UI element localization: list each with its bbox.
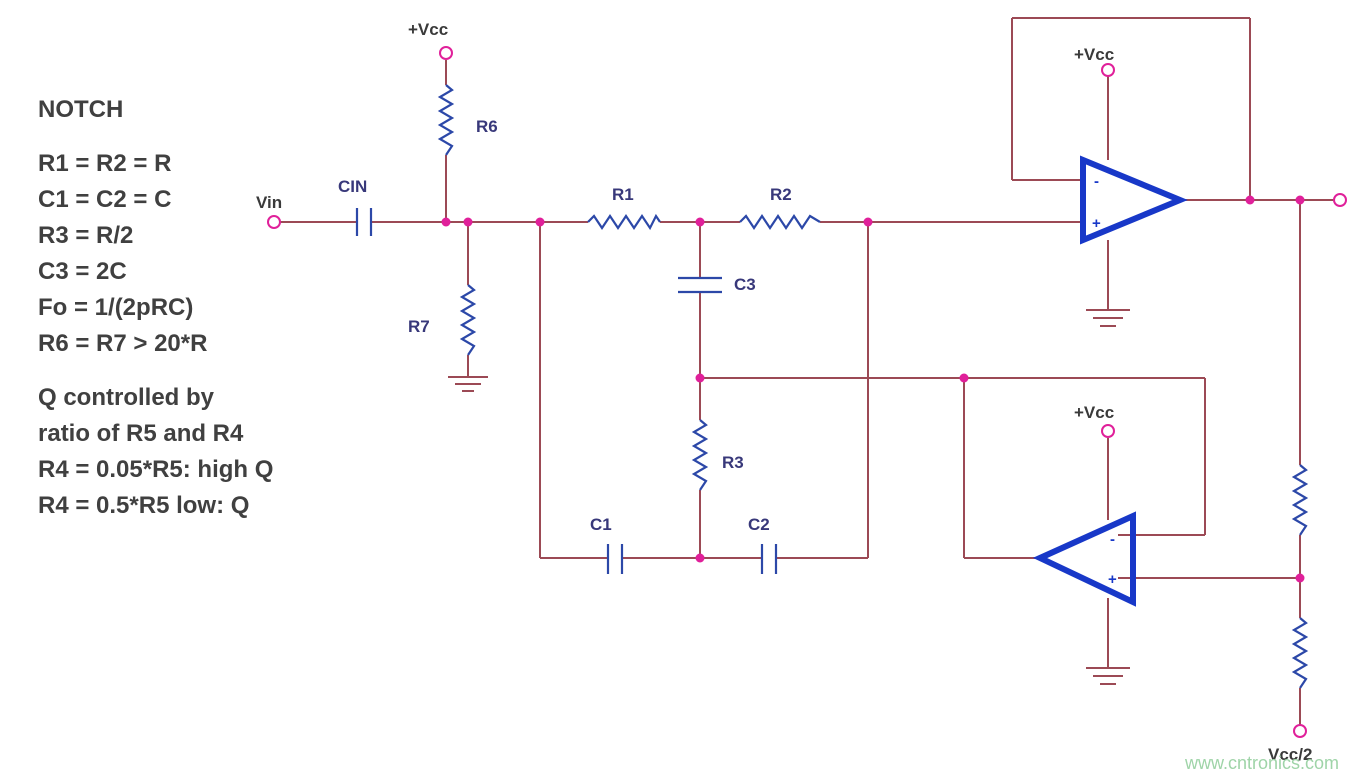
q-note-line: R4 = 0.5*R5 low: Q (38, 492, 250, 519)
notes-title: NOTCH (38, 96, 124, 123)
vin-terminal (267, 215, 281, 229)
vcc-terminal (439, 46, 453, 60)
vcc-label: +Vcc (408, 20, 448, 39)
q-note-line: ratio of R5 and R4 (38, 420, 244, 447)
terminals (267, 46, 1347, 738)
resistors (437, 84, 1309, 689)
vin-label: Vin (256, 193, 282, 212)
c3-label: C3 (734, 275, 756, 294)
ground-icon (448, 376, 488, 392)
junctions (441, 195, 1305, 583)
opamp-upper: - + (1080, 155, 1188, 245)
vout-terminal (1333, 193, 1347, 207)
q-note-line: R4 = 0.05*R5: high Q (38, 456, 274, 483)
vcc-half-terminal (1293, 724, 1307, 738)
r1-label: R1 (612, 185, 634, 204)
ground-symbols (448, 309, 1130, 685)
svg-text:-: - (1094, 173, 1099, 190)
vcc-half-label: Vcc/2 (1268, 745, 1312, 764)
vcc-terminal (1101, 424, 1115, 438)
watermark: www.cntronics.com (1184, 753, 1339, 773)
resistor-r6 (437, 84, 455, 156)
capacitor-c3 (678, 276, 722, 294)
opamp-lower: - + (1032, 511, 1136, 607)
design-notes: NOTCH R1 = R2 = R C1 = C2 = C R3 = R/2 C… (38, 92, 273, 524)
wires (280, 17, 1340, 725)
c1-label: C1 (590, 515, 612, 534)
note-line: R6 = R7 > 20*R (38, 330, 208, 357)
capacitor-cin (355, 208, 373, 236)
component-labels: +Vcc +Vcc +Vcc Vin CIN R6 R7 R1 R2 C3 R3… (256, 20, 1312, 764)
r2-label: R2 (770, 185, 792, 204)
svg-text:+: + (1092, 215, 1101, 232)
note-line: C3 = 2C (38, 258, 127, 285)
capacitors (355, 208, 778, 574)
ground-icon (1086, 667, 1130, 685)
resistor-r1 (587, 213, 661, 231)
note-line: R1 = R2 = R (38, 150, 172, 177)
r7-label: R7 (408, 317, 430, 336)
c2-label: C2 (748, 515, 770, 534)
vcc-label: +Vcc (1074, 403, 1114, 422)
resistor-r3 (691, 419, 709, 491)
resistor-r4 (1291, 617, 1309, 689)
svg-text:+: + (1108, 571, 1117, 588)
capacitor-c1 (606, 544, 624, 574)
vcc-terminal (1101, 63, 1115, 77)
cin-label: CIN (338, 177, 367, 196)
note-line: C1 = C2 = C (38, 186, 172, 213)
note-line: R3 = R/2 (38, 222, 134, 249)
r6-label: R6 (476, 117, 498, 136)
vcc-label: +Vcc (1074, 45, 1114, 64)
ground-icon (1086, 309, 1130, 327)
svg-text:-: - (1110, 531, 1115, 548)
q-note-line: Q controlled by (38, 384, 215, 411)
resistor-r7 (459, 284, 477, 356)
r3-label: R3 (722, 453, 744, 472)
resistor-r5 (1291, 464, 1309, 536)
capacitor-c2 (760, 544, 778, 574)
resistor-r2 (739, 214, 821, 230)
note-line: Fo = 1/(2pRC) (38, 294, 194, 321)
